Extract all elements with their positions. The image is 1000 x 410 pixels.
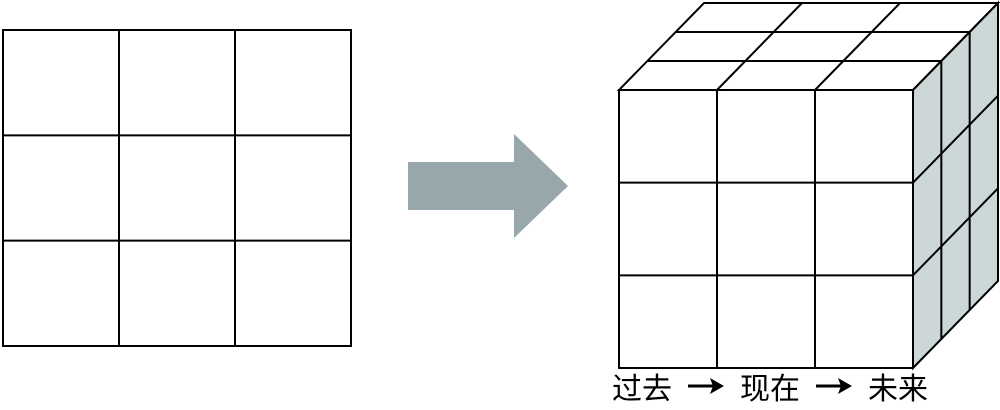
cube-front-face — [618, 89, 914, 369]
right-arrow-icon — [408, 134, 568, 238]
timeline-past-label: 过去 — [612, 372, 672, 407]
right-arrow-icon — [688, 378, 724, 394]
cube-top-line — [814, 2, 901, 91]
cube-side-line — [912, 187, 999, 277]
timeline-future-label: 未来 — [868, 372, 928, 407]
right-arrow-icon — [816, 378, 852, 394]
cube-3d — [616, 0, 1000, 371]
timeline-caption: 过去 现在 未来 — [560, 366, 980, 407]
cube-top-line — [716, 2, 803, 91]
grid-2d-frame — [2, 29, 352, 347]
grid-2d — [2, 29, 352, 347]
cube-side-line — [912, 94, 999, 184]
timeline-present-label: 现在 — [740, 372, 800, 407]
